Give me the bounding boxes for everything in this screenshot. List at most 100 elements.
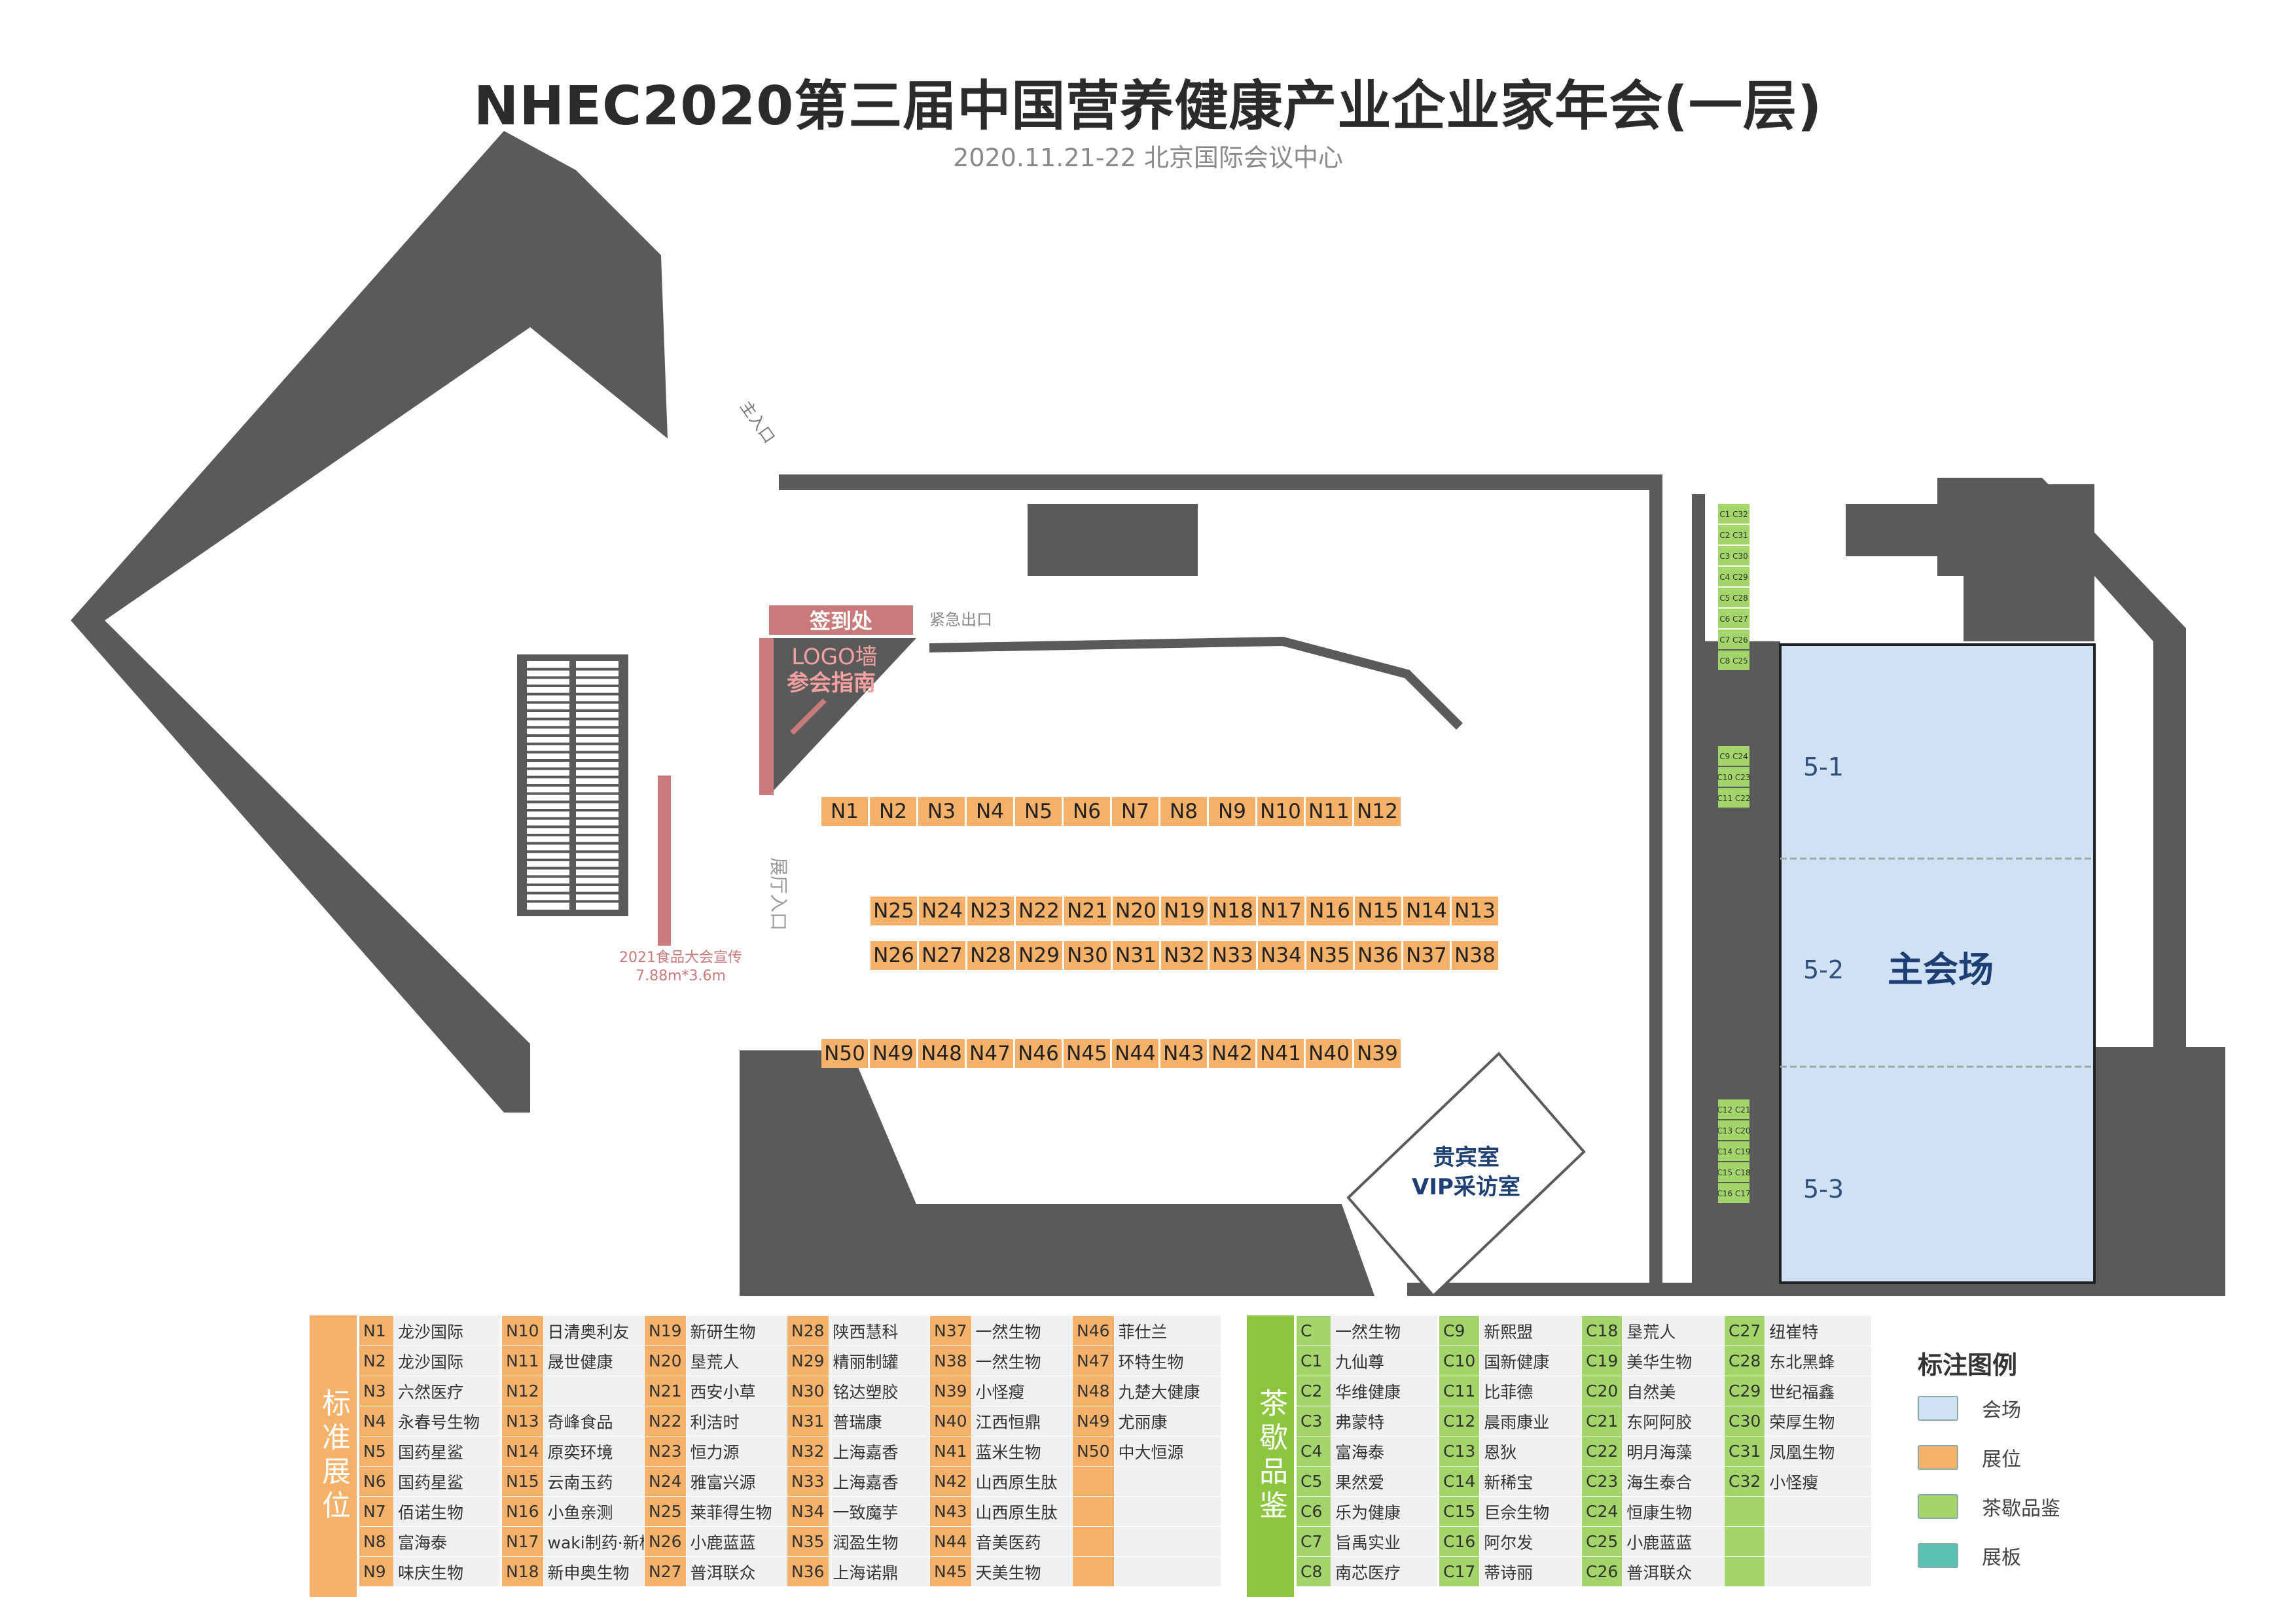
booth-n23[interactable] [967,897,1014,925]
directory-name: 小怪瘦 [971,1376,1079,1406]
booth-n7[interactable] [1112,797,1158,826]
tea-booth[interactable] [1718,1141,1749,1161]
booth-n32[interactable] [1161,941,1208,970]
booth-n26[interactable] [870,941,917,970]
legend-item: 会场 [1918,1394,2021,1423]
directory-code: N19 [644,1315,687,1346]
booth-n14[interactable] [1403,897,1450,925]
legend-swatch [1918,1445,1958,1470]
directory-name: 比菲德 [1479,1376,1587,1406]
tea-booth[interactable] [1718,588,1749,607]
booth-n46[interactable] [1015,1039,1062,1068]
main-hall[interactable] [1779,643,2096,1284]
booth-n25[interactable] [870,897,917,925]
tea-booth[interactable] [1718,630,1749,649]
tea-booth[interactable] [1718,1120,1749,1140]
tea-booth[interactable] [1718,567,1749,586]
directory-code [1072,1526,1115,1557]
tea-booth[interactable] [1718,609,1749,628]
booth-n29[interactable] [1016,941,1062,970]
tea-booth[interactable] [1718,1099,1749,1119]
directory-code: C18 [1581,1315,1623,1346]
booth-n35[interactable] [1306,941,1353,970]
directory-name: 国药星鲨 [393,1436,501,1467]
booth-n20[interactable] [1113,897,1159,925]
hall-entrance-label: 展厅入口 [768,857,789,931]
tea-booth[interactable] [1718,525,1749,544]
booth-n42[interactable] [1209,1039,1255,1068]
booth-n40[interactable] [1306,1039,1352,1068]
booth-n31[interactable] [1113,941,1159,970]
booth-n48[interactable] [918,1039,965,1068]
booth-n45[interactable] [1064,1039,1110,1068]
booth-n39[interactable] [1354,1039,1401,1068]
directory-code: C19 [1581,1346,1623,1376]
directory-code: N27 [644,1556,687,1587]
booth-n41[interactable] [1257,1039,1304,1068]
booth-n19[interactable] [1161,897,1208,925]
directory-name: 云南玉药 [543,1466,660,1497]
booth-n30[interactable] [1064,941,1111,970]
tea-booth[interactable] [1718,651,1749,670]
directory-code: C4 [1296,1436,1331,1467]
booth-n18[interactable] [1210,897,1256,925]
booth-n11[interactable] [1306,797,1352,826]
booth-n27[interactable] [919,941,965,970]
directory-name: 九仙尊 [1331,1346,1438,1376]
tea-booth[interactable] [1718,504,1749,524]
booth-n16[interactable] [1306,897,1353,925]
tea-booth-label: C2 C31 [1719,531,1748,540]
wall-bottom-strip [1407,1283,2094,1296]
booth-n2[interactable] [870,797,916,826]
vip-room[interactable] [1346,1052,1586,1296]
booth-n1[interactable] [821,797,868,826]
tea-booth[interactable] [1718,788,1749,808]
booth-n34[interactable] [1258,941,1304,970]
inner-wall [929,636,1463,730]
booth-n15[interactable] [1355,897,1401,925]
booth-n28[interactable] [967,941,1014,970]
booth-n38[interactable] [1452,941,1498,970]
booth-n9[interactable] [1209,797,1255,826]
tea-booth[interactable] [1718,1183,1749,1203]
booth-n13[interactable] [1452,897,1498,925]
booth-label: N3 [927,800,956,823]
booth-n43[interactable] [1160,1039,1207,1068]
booth-n10[interactable] [1257,797,1304,826]
booth-n5[interactable] [1015,797,1062,826]
booth-n8[interactable] [1160,797,1207,826]
booth-n12[interactable] [1354,797,1401,826]
tea-booth[interactable] [1718,767,1749,787]
booth-n50[interactable] [821,1039,868,1068]
directory-code: N37 [929,1315,972,1346]
booth-n17[interactable] [1258,897,1304,925]
tea-booth[interactable] [1718,546,1749,565]
booth-n49[interactable] [870,1039,916,1068]
wall-inner-right [1692,494,1705,1289]
signin-desk[interactable] [769,605,913,635]
booth-n4[interactable] [967,797,1013,826]
booth-label: N2 [879,800,907,823]
booth-n33[interactable] [1210,941,1256,970]
directory-code: N45 [929,1556,972,1587]
tea-booth[interactable] [1718,1162,1749,1182]
booth-n6[interactable] [1064,797,1110,826]
booth-n21[interactable] [1064,897,1111,925]
booth-n3[interactable] [918,797,965,826]
booth-n37[interactable] [1403,941,1450,970]
tea-booth[interactable] [1718,746,1749,766]
booth-n22[interactable] [1016,897,1062,925]
booth-label: N20 [1115,899,1157,923]
booth-n44[interactable] [1112,1039,1158,1068]
booth-n24[interactable] [919,897,965,925]
booth-n36[interactable] [1355,941,1401,970]
booth-n47[interactable] [967,1039,1013,1068]
